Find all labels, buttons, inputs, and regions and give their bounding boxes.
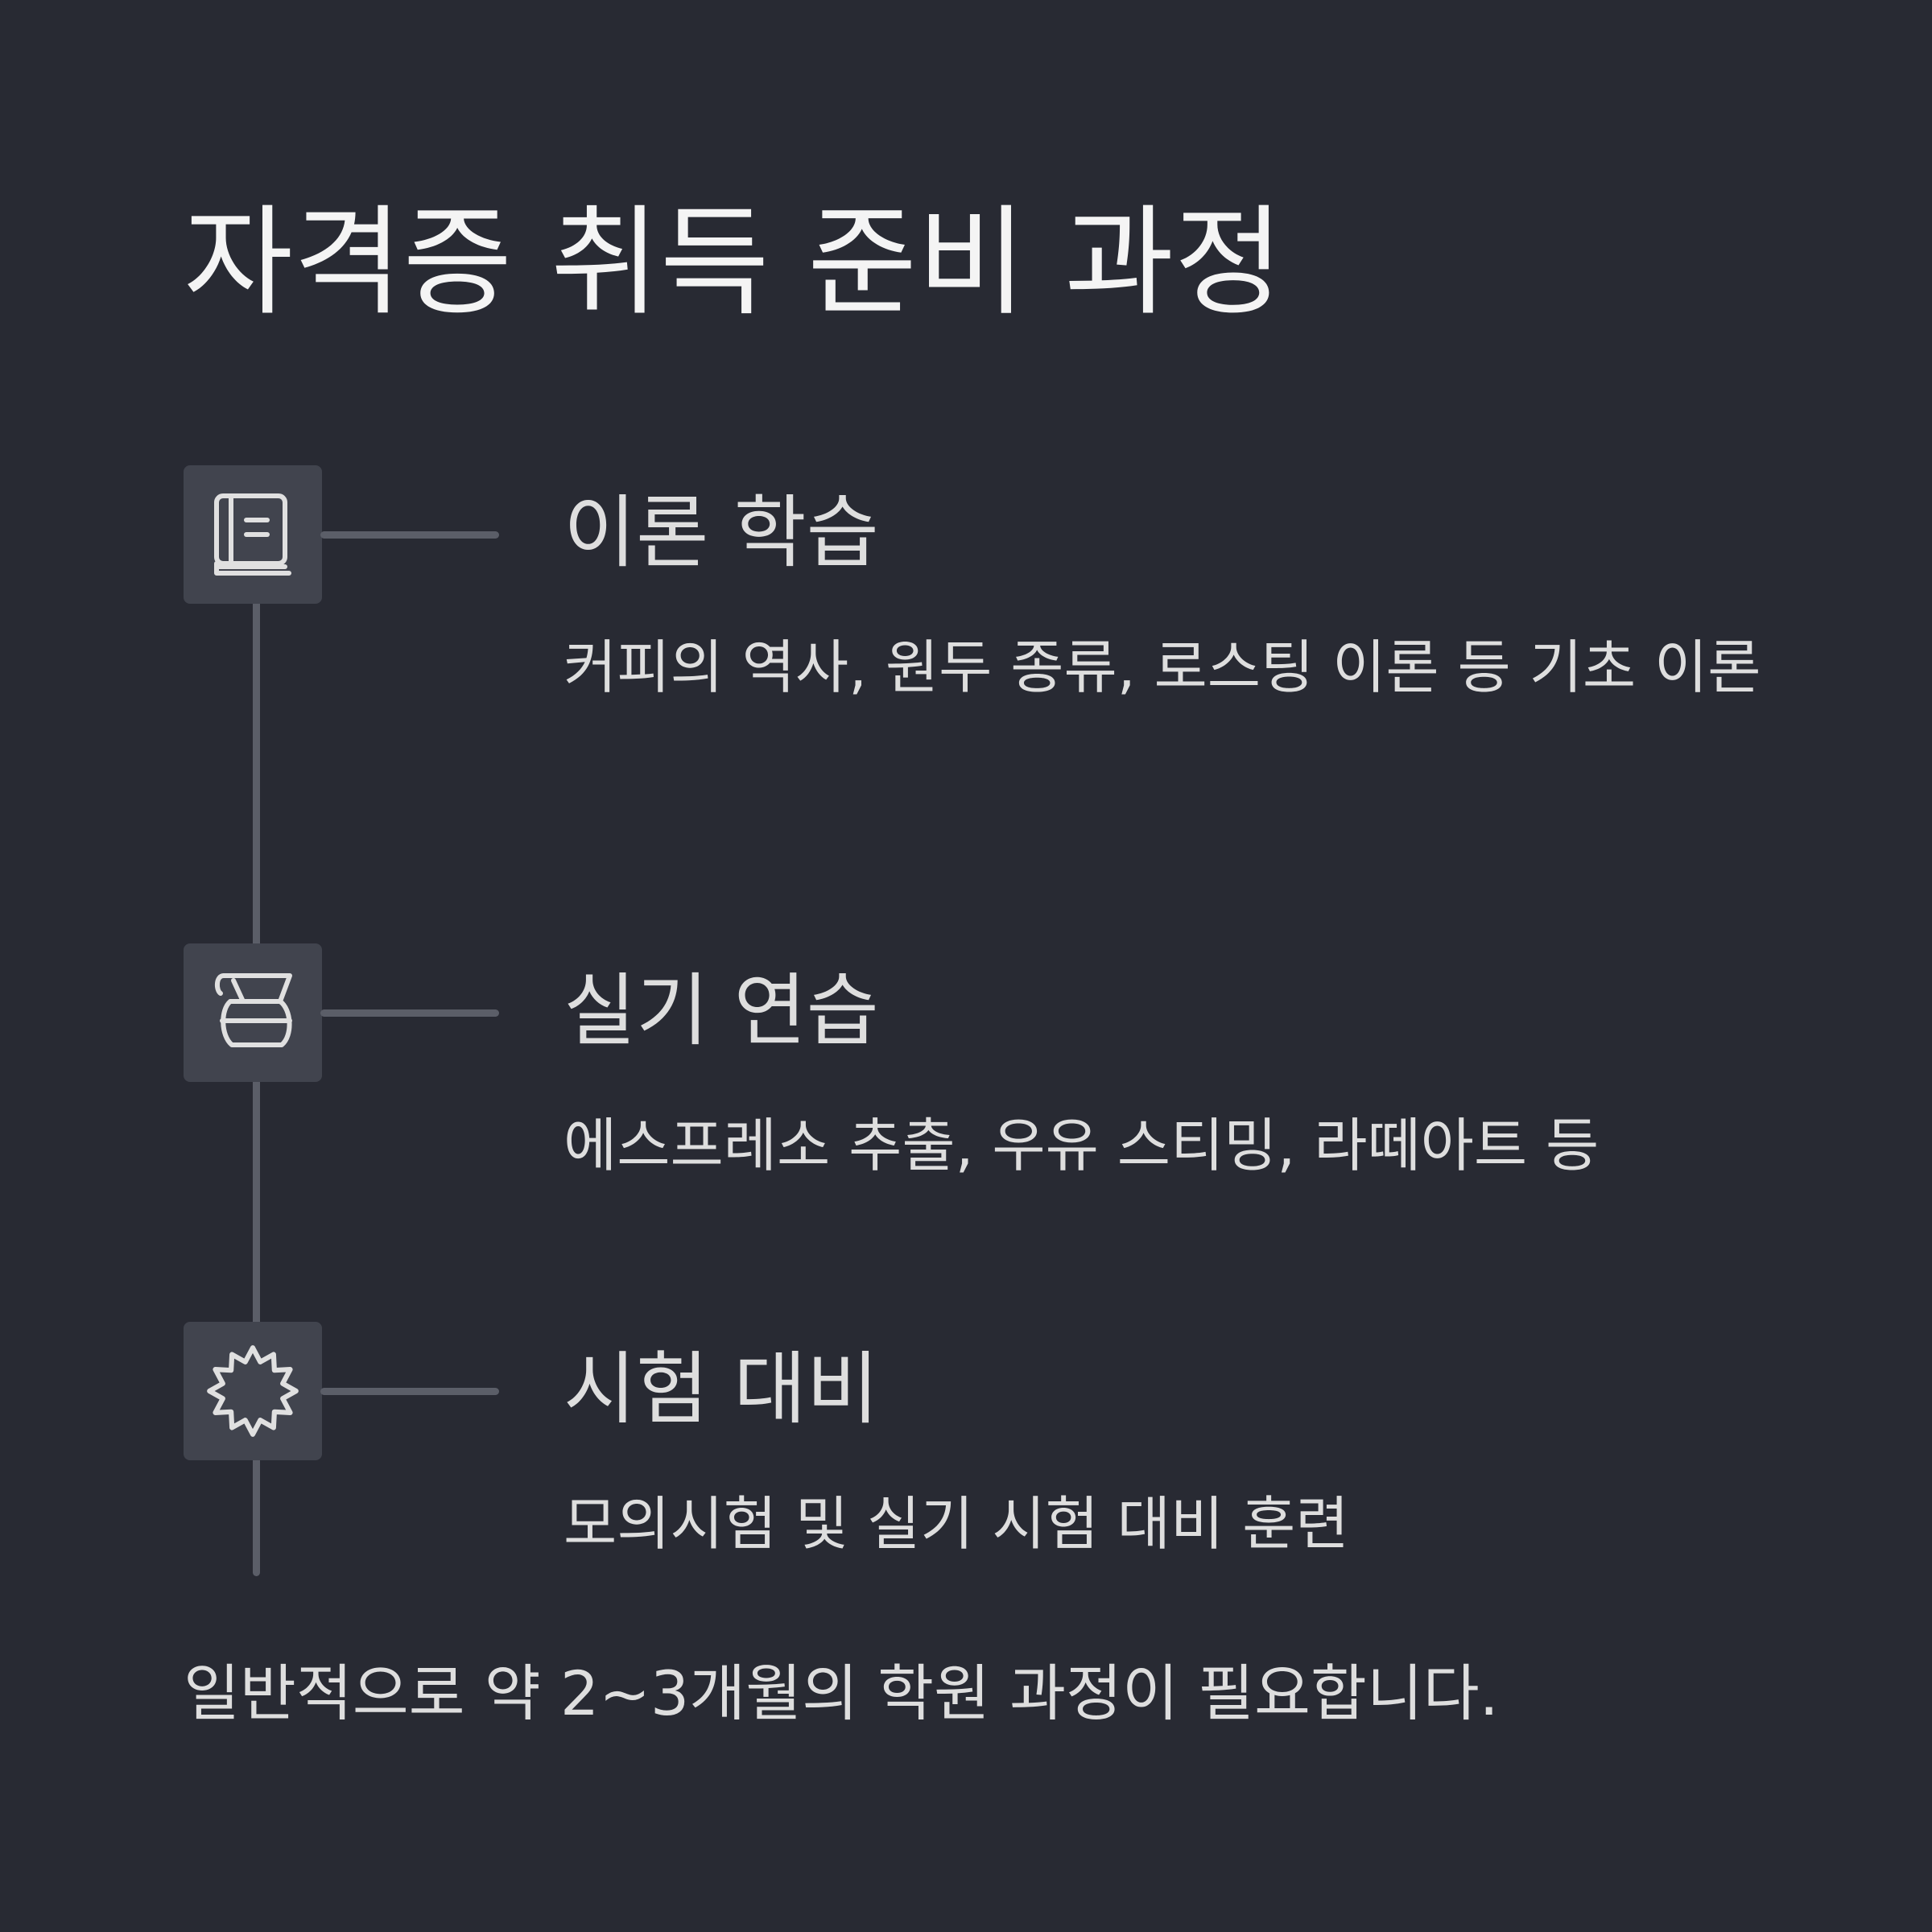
step-icon-box (184, 1322, 322, 1460)
coffee-pot-icon (214, 973, 292, 1047)
step-title: 실기 연습 (564, 965, 879, 1057)
step-connector (320, 531, 499, 539)
step-title: 시험 대비 (564, 1344, 879, 1435)
step-description: 에스프레소 추출, 우유 스티밍, 라떼아트 등 (564, 1112, 1600, 1179)
starburst-icon (207, 1345, 299, 1437)
step-icon-box (184, 943, 322, 1082)
footer-note: 일반적으로 약 2~3개월의 학원 과정이 필요합니다. (184, 1657, 1499, 1729)
step-connector (320, 1388, 499, 1395)
page-title: 자격증 취득 준비 과정 (184, 193, 1284, 332)
step-title: 이론 학습 (564, 487, 879, 579)
book-icon (214, 493, 291, 576)
step-icon-box (184, 465, 322, 604)
step-description: 모의시험 및 실기 시험 대비 훈련 (564, 1490, 1349, 1558)
step-description: 커피의 역사, 원두 종류, 로스팅 이론 등 기초 이론 (564, 634, 1761, 701)
step-connector (320, 1009, 499, 1017)
